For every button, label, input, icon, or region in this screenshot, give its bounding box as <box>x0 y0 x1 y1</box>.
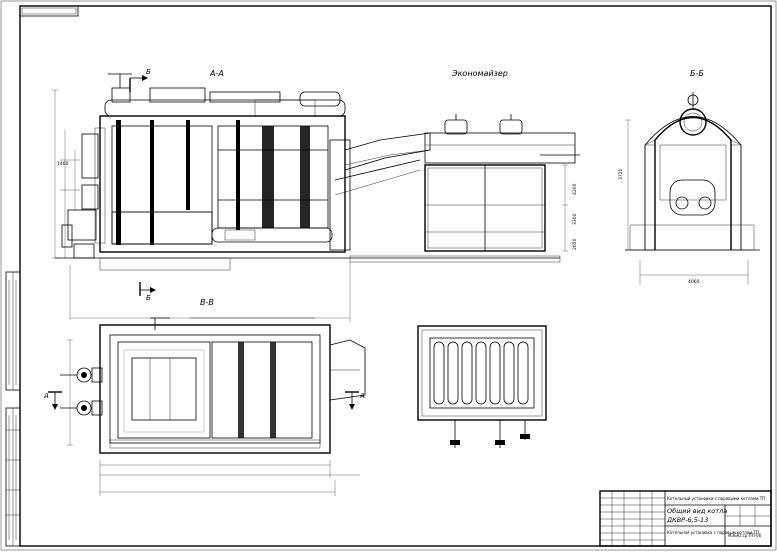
tb-model: ДКВР-6,5-13 <box>666 516 708 524</box>
svg-text:1460: 1460 <box>57 161 69 167</box>
bb-height-dim: 3720 <box>618 168 624 180</box>
section-vv-view: В-В <box>43 298 366 496</box>
cut-label-b-bottom: Б <box>146 294 151 302</box>
tb-sheet-note: Котельная установка с паровым котлом ТП <box>667 530 759 535</box>
cut-label-b-top: Б <box>146 68 151 76</box>
bb-width-dim: 4060 <box>688 279 700 285</box>
cut-marker-b-bottom: Б <box>139 282 156 302</box>
section-aa-view: А-А <box>52 68 561 322</box>
tb-project: Котельный установки с паровыми котлами Т… <box>667 496 765 501</box>
section-bb-label: Б-Б <box>690 69 704 78</box>
tb-doc-code: МЭБЮ.ср ПП-06 <box>728 533 762 538</box>
section-bb-view: Б-Б 3720 4060 <box>618 69 760 285</box>
cut-marker-b-top: Б <box>129 68 151 92</box>
econ-dim-2: 3300 <box>572 213 578 225</box>
burner-group <box>60 367 103 416</box>
cut-marker-a-left: А <box>43 391 62 410</box>
cut-marker-a-right: А <box>345 391 365 410</box>
economizer-plan-view <box>417 325 547 448</box>
cut-label-a-left: А <box>43 392 49 400</box>
econ-dim-3: 2650 <box>572 238 578 250</box>
economizer-view: Экономайзер 4200 3300 2650 <box>424 69 580 252</box>
cut-label-a-right: А <box>359 392 365 400</box>
title-block: Котельный установки с паровыми котлами Т… <box>599 490 772 547</box>
tb-drawing-title: Общий вид котла <box>667 507 727 515</box>
section-aa-label: А-А <box>209 69 224 78</box>
section-vv-label: В-В <box>200 298 214 307</box>
economizer-label: Экономайзер <box>451 69 508 78</box>
econ-dim-1: 4200 <box>572 183 578 195</box>
